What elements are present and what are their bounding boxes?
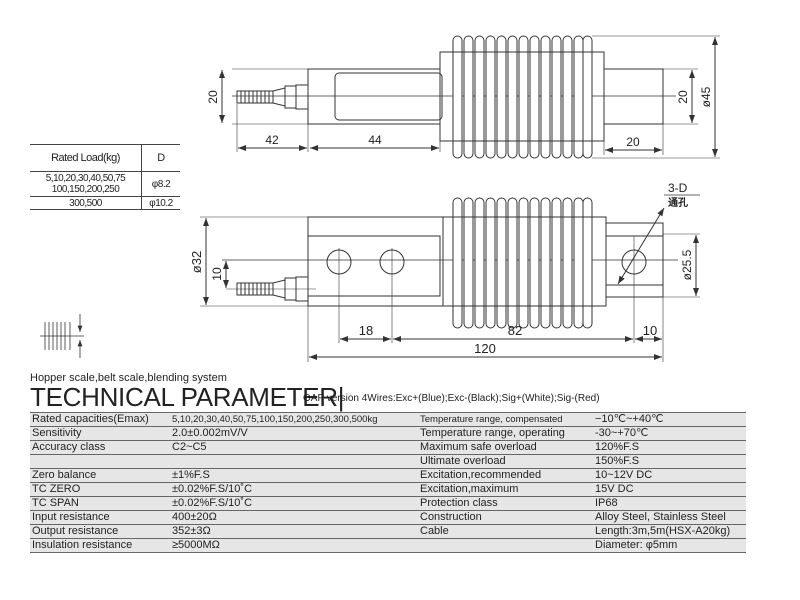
param-value — [170, 454, 420, 469]
param-name: Maximum safe overload — [420, 440, 595, 455]
dim-height-right: 20 — [676, 90, 690, 104]
bellows — [440, 35, 604, 159]
wiring-note: OAP version 4Wires:Exc+(Blue);Exc-(Black… — [303, 393, 600, 404]
param-name: Sensitivity — [30, 426, 170, 441]
dim-height-left: 20 — [206, 90, 220, 104]
body — [307, 68, 441, 125]
param-value: 2.0±0.002mV/V — [170, 426, 420, 441]
cable-connector — [236, 84, 309, 110]
cable-connector — [226, 276, 316, 302]
param-value: IP68 — [595, 496, 746, 511]
param-name: TC SPAN — [30, 496, 170, 511]
d-value: φ8.2 — [141, 171, 180, 197]
dim-span: 82 — [508, 323, 522, 338]
param-name: TC ZERO — [30, 482, 170, 497]
param-name: Temperature range, operating — [420, 426, 595, 441]
hole-label: 3-D — [668, 181, 688, 195]
dim-cable-offset: 10 — [210, 267, 224, 281]
param-value: 150%F.S — [595, 454, 746, 469]
load-values-line2: 100,150,200,250 — [51, 184, 120, 195]
param-value: 5,10,20,30,40,50,75,100,150,200,250,300,… — [170, 412, 420, 427]
section-title: TECHNICAL PARAMETER| — [30, 382, 345, 412]
dim-end: 10 — [643, 323, 657, 338]
hole-note: 通孔 — [668, 196, 688, 209]
param-name: Excitation,recommended — [420, 468, 595, 483]
param-value: Alloy Steel, Stainless Steel — [595, 510, 746, 525]
param-value: 400±20Ω — [170, 510, 420, 525]
top-view: 20 42 44 20 20 ø45 — [206, 35, 720, 159]
bottom-view: 18 82 10 120 ø32 10 ø25.5 3-D 通孔 — [189, 181, 700, 362]
param-name: Output resistance — [30, 524, 170, 539]
dim-cable: 42 — [265, 133, 279, 147]
dim-diameter-right: ø25.5 — [680, 249, 694, 280]
param-name: Insulation resistance — [30, 538, 170, 553]
section-symbol-icon — [40, 314, 84, 358]
param-value: −10℃~+40℃ — [595, 412, 746, 427]
technical-drawing: 20 42 44 20 20 ø45 — [40, 35, 720, 362]
application-subtitle: Hopper scale,belt scale,blending system — [30, 372, 227, 384]
param-value: ±0.02%F.S/10˚C — [170, 496, 420, 511]
header-rated-load: Rated Load(kg) — [30, 144, 142, 172]
spec-row: Insulation resistance≥5000MΩ Diameter: φ5… — [30, 538, 746, 553]
param-value: 120%F.S — [595, 440, 746, 455]
param-name: Accuracy class — [30, 440, 170, 455]
bellows — [443, 197, 606, 329]
param-value: 10~12V DC — [595, 468, 746, 483]
param-value: ±1%F.S — [170, 468, 420, 483]
param-value: 15V DC — [595, 482, 746, 497]
param-name: Rated capacities(Emax) — [30, 412, 170, 427]
param-value: ±0.02%F.S/10˚C — [170, 482, 420, 497]
param-name: Cable — [420, 524, 595, 539]
load-values-line1: 5,10,20,30,40,50,75 — [45, 173, 126, 184]
param-name: Ultimate overload — [420, 454, 595, 469]
param-name: Input resistance — [30, 510, 170, 525]
dim-hole-spacing: 18 — [359, 323, 373, 338]
param-value: ≥5000MΩ — [170, 538, 420, 553]
header-d: D — [141, 144, 180, 172]
technical-parameter-table: Rated capacities(Emax)5,10,20,30,40,50,7… — [30, 412, 746, 553]
dim-body: 44 — [368, 133, 382, 147]
param-name: Excitation,maximum — [420, 482, 595, 497]
param-value: -30~+70℃ — [595, 426, 746, 441]
param-name: Temperature range, compensated — [420, 412, 595, 427]
param-value: Length:3m,5m(HSX-A20kg) — [595, 524, 746, 539]
dim-diameter: ø45 — [699, 86, 713, 107]
param-name: Zero balance — [30, 468, 170, 483]
spec-row: Rated capacities(Emax)5,10,20,30,40,50,7… — [30, 412, 746, 427]
param-name — [30, 454, 170, 469]
param-value: Diameter: φ5mm — [595, 538, 746, 553]
dim-total: 120 — [474, 341, 496, 356]
param-value: C2~C5 — [170, 440, 420, 455]
dim-diameter-left: ø32 — [189, 251, 204, 273]
param-name — [420, 538, 595, 553]
load-cell: 300,500 — [30, 196, 142, 210]
d-value: φ10.2 — [141, 196, 180, 210]
param-value: 352±3Ω — [170, 524, 420, 539]
param-name: Protection class — [420, 496, 595, 511]
param-name: Construction — [420, 510, 595, 525]
dim-end: 20 — [626, 135, 640, 149]
